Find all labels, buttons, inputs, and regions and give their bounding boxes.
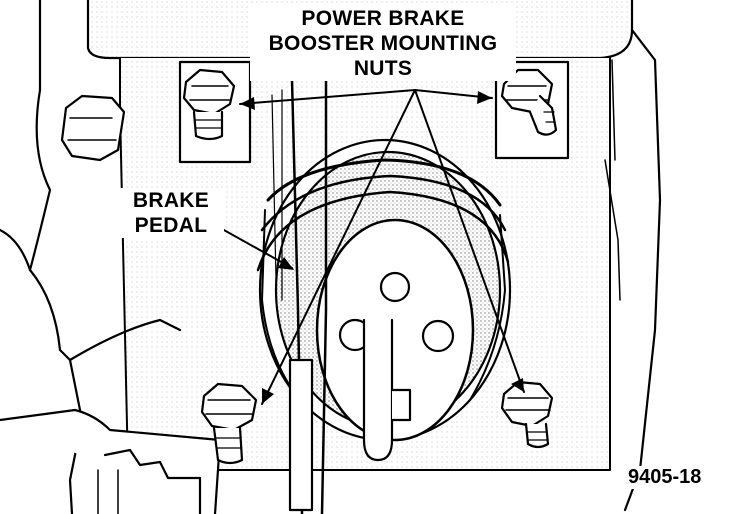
left-frame (28, 0, 84, 514)
brake-pedal-label-line-1: BRAKE (132, 189, 210, 212)
arrow-head-pedal (278, 257, 294, 270)
face-hole-right (421, 319, 455, 353)
arrow-head-top-right (477, 91, 492, 104)
arrow-head-top-left (240, 97, 255, 110)
left-hex-nut (60, 94, 126, 162)
brake-pedal-label: BRAKE PEDAL (118, 188, 224, 238)
pedal-bracket (288, 358, 314, 512)
right-frame (623, 28, 662, 512)
nut-bottom-right-icon (500, 380, 554, 449)
booster-nuts-label: POWER BRAKE BOOSTER MOUNTING NUTS (250, 6, 516, 81)
pushrod (362, 318, 394, 462)
arrow-head-bottom-left (262, 388, 274, 404)
booster-face (315, 218, 475, 442)
face-hole-top (379, 271, 411, 303)
booster-nuts-label-line-1: POWER BRAKE (301, 7, 465, 30)
leader-lines (239, 89, 525, 405)
lower-bracket (0, 408, 222, 514)
booster-nuts-label-line-2: BOOSTER MOUNTING (268, 32, 498, 55)
brake-pedal-label-line-2: PEDAL (134, 214, 208, 237)
booster-nuts-label-line-3: NUTS (353, 57, 413, 80)
nut-bottom-left-icon (200, 382, 258, 465)
arrow-head-bottom-right (511, 378, 524, 392)
figure-number: 9405-18 (626, 466, 704, 489)
nut-top-left-icon (182, 68, 236, 141)
